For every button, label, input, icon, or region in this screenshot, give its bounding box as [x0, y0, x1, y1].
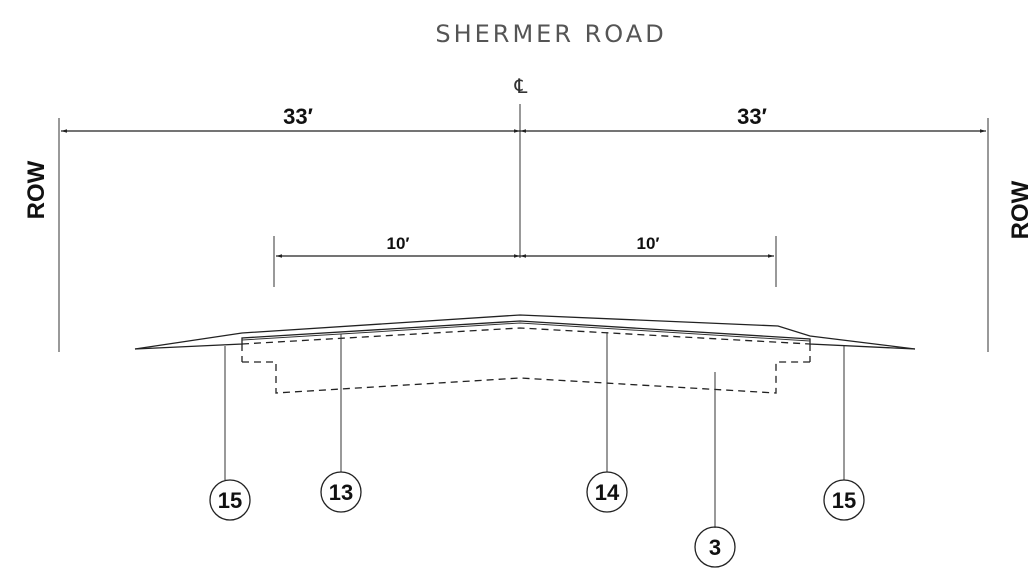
callout-3-label: 3 — [709, 535, 721, 560]
callout-15-right: 15 — [823, 479, 865, 521]
callout-13-label: 13 — [329, 480, 353, 505]
pavement-surface — [134, 314, 916, 350]
base-course-outline — [242, 361, 810, 394]
drawing-title: SHERMER ROAD — [435, 20, 666, 48]
row-label-left: ROW — [23, 160, 50, 219]
dim-label-10-left: 10′ — [387, 234, 410, 253]
callout-3: 3 — [694, 526, 736, 568]
callout-13: 13 — [320, 471, 362, 513]
callout-15-left-label: 15 — [218, 488, 242, 513]
surface-course-layer — [241, 322, 811, 342]
row-label-right: ROW — [1007, 180, 1032, 239]
centerline-symbol: ℄ — [514, 74, 528, 98]
callout-15-left: 15 — [209, 479, 251, 521]
pavement-bottom — [134, 320, 916, 350]
dim-label-10-right: 10′ — [637, 234, 660, 253]
base-course-top — [241, 327, 811, 345]
dim-label-33-right: 33′ — [737, 104, 767, 129]
dim-label-33-left: 33′ — [283, 104, 313, 129]
callout-14-label: 14 — [595, 480, 620, 505]
callout-15-right-label: 15 — [832, 488, 856, 513]
callout-14: 14 — [586, 471, 628, 513]
